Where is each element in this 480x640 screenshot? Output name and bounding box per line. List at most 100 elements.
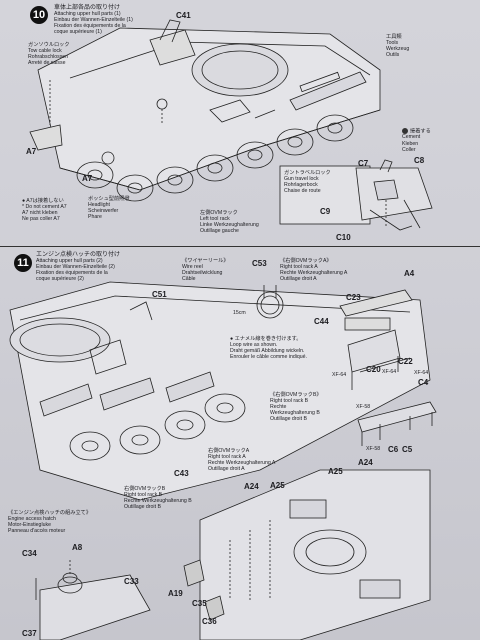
label-line: Outillage gauche — [200, 228, 239, 235]
label-line: A7 nicht kleben — [22, 210, 58, 217]
label-line: Werkzeug — [386, 46, 410, 53]
step-11-title-line: Attaching upper hull parts (2) — [36, 258, 103, 265]
label-line: Câble — [182, 276, 196, 283]
part-a19-label: A19 — [168, 589, 183, 598]
label-line: Cement — [402, 134, 421, 141]
part-c9-label: C9 — [320, 207, 331, 216]
wire-reel-label: 《ワイヤーリール》 Wire reel Drahtseilwicklung Câ… — [182, 258, 229, 282]
step-10-title-line: Einbau der Wannen-Einzelteile (1) — [54, 17, 133, 24]
part-a4-label: A4 — [404, 269, 415, 278]
label-line: Outils — [386, 52, 400, 59]
label-line: * Do not cement A7 — [22, 204, 67, 211]
cement-icon — [402, 128, 408, 134]
paint-code-label: XF-58 — [366, 446, 381, 452]
paint-code-label: XF-64 — [382, 369, 397, 375]
label-line: ボッシュ型前照燈 — [88, 196, 130, 202]
label-line: ガンソウルロック — [28, 42, 70, 48]
label-line: 右側OVMラックA — [208, 448, 250, 454]
right-tool-rack-a-label: 《右側OVMラックA》 Right tool rack A Rechte Wer… — [280, 258, 347, 282]
label-line: Headlight — [88, 202, 110, 209]
label-line: Right tool rack A — [280, 264, 318, 271]
label-line: Right tool rack B — [270, 398, 309, 405]
paint-code-label: XF-64 — [332, 372, 347, 378]
step-10-title-line: Fixation des équipements de la — [54, 23, 126, 30]
part-c20-label: C20 — [366, 365, 381, 374]
step-10-title-line: 車体上部各品の取り付け — [54, 5, 121, 11]
part-c6-label: C6 — [388, 445, 399, 454]
label-line: 《ワイヤーリール》 — [182, 258, 229, 264]
label-line: ガントラベルロック — [284, 170, 331, 176]
part-a7-label: A7 — [26, 147, 37, 156]
step-11-title-line: Fixation des équipements de la — [36, 270, 108, 277]
label-line: Left tool rack — [200, 216, 230, 223]
part-a24-label: A24 — [244, 482, 259, 491]
label-line: Linke Werkzeughalterung — [200, 222, 259, 229]
label-line: Rechte Werkzeughalterung A — [208, 460, 276, 467]
part-a7-label: A7 — [82, 174, 93, 183]
part-c22-label: C22 — [398, 357, 413, 366]
part-c36-label: C36 — [202, 617, 217, 626]
label-line: Motor-Einstiegluke — [8, 522, 51, 529]
part-a25-label: A25 — [328, 467, 343, 476]
cement-legend: 接着する Cement Kleben Coller — [402, 128, 431, 153]
part-c37-label: C37 — [22, 629, 37, 638]
label-line: Outillage droit B — [124, 504, 161, 511]
tools-label: 工具類 Tools Werkzeug Outils — [386, 34, 409, 58]
part-c44-label: C44 — [314, 317, 329, 326]
label-line: Rechte Werkzeughalterung A — [280, 270, 348, 277]
left-tool-rack-label: 左側OVMラック Left tool rack Linke Werkzeugha… — [200, 210, 259, 234]
part-c43-label: C43 — [174, 469, 189, 478]
right-tool-rack-a-callout: 右側OVMラックA Right tool rack A Rechte Werkz… — [208, 448, 275, 472]
label-line: Arreté de caisse — [28, 60, 66, 67]
part-c10-label: C10 — [336, 233, 351, 242]
step-10-title-line: coque supérieure (1) — [54, 29, 102, 36]
label-line: Right tool rack A — [208, 454, 246, 461]
label-line: 《右側OVMラックA》 — [280, 258, 332, 264]
part-c8-label: C8 — [414, 156, 425, 165]
part-c51-label: C51 — [152, 290, 167, 299]
label-line: Outillage droit B — [270, 416, 307, 423]
right-tool-rack-b-callout: 右側OVMラックB Right tool rack B Rechte Werkz… — [124, 486, 192, 510]
label-line: Gun travel lock — [284, 176, 319, 183]
part-c34-label: C34 — [22, 549, 37, 558]
gun-travel-lock-label: ガントラベルロック Gun travel lock Rohrlagerbock … — [284, 170, 331, 194]
engine-hatch-label: 《エンジン点検ハッチの組み立て》 Engine access hatch Mot… — [8, 510, 91, 534]
step-11-title-line: Einbau der Wannen-Einzelteile (2) — [36, 264, 115, 271]
part-c23-label: C23 — [346, 293, 361, 302]
step-11-number: 11 — [14, 254, 32, 272]
tow-cable-lock-label: ガンソウルロック Tow cable lock Rohrabschlossen … — [28, 42, 70, 66]
label-line: Rohrabschlossen — [28, 54, 69, 61]
step-divider — [0, 246, 480, 247]
step-10-title: 車体上部各品の取り付け Attaching upper hull parts (… — [54, 5, 133, 35]
cement-text: 接着する — [410, 128, 431, 135]
paint-code-label: XF-64 — [414, 370, 429, 376]
wire-length-note: 15cm — [233, 310, 246, 316]
label-line: Draht gemäß Abbildung wickeln. — [230, 348, 305, 355]
label-line: ● A7は接着しない — [22, 198, 64, 204]
label-line: Rohrlagerbock — [284, 182, 318, 189]
label-line: Right tool rack B — [124, 492, 163, 499]
part-a8-label: A8 — [72, 543, 83, 552]
headlight-label: ボッシュ型前照燈 Headlight Scheinwerfer Phare — [88, 196, 130, 220]
label-line: 右側OVMラックB — [124, 486, 166, 492]
label-line: Tools — [386, 40, 399, 47]
label-line: Chaise de route — [284, 188, 321, 195]
label-line: 《右側OVMラックB》 — [270, 392, 322, 398]
part-c7-label: C7 — [358, 159, 369, 168]
paint-code-label: XF-58 — [356, 404, 371, 410]
label-line: Panneau d'accès moteur — [8, 528, 66, 535]
right-tool-rack-b-label: 《右側OVMラックB》 Right tool rack B Rechte Wer… — [270, 392, 322, 422]
label-line: Werkzeughalterung B — [270, 410, 320, 417]
label-line: Phare — [88, 214, 102, 221]
label-line: 工具類 — [386, 34, 402, 40]
label-line: 接着する — [402, 128, 431, 134]
step-11-title-line: エンジン点検ハッチの取り付け — [36, 252, 121, 258]
part-c4-label: C4 — [418, 378, 429, 387]
loop-wire-note: ● エナメル線を巻き付けます。 Loop wire as shown. Drah… — [230, 336, 307, 360]
label-line: Wire reel — [182, 264, 203, 271]
label-line: Enrouler le câble comme indiqué. — [230, 354, 307, 361]
label-line: Drahtseilwicklung — [182, 270, 223, 277]
step-10-number: 10 — [30, 6, 48, 24]
